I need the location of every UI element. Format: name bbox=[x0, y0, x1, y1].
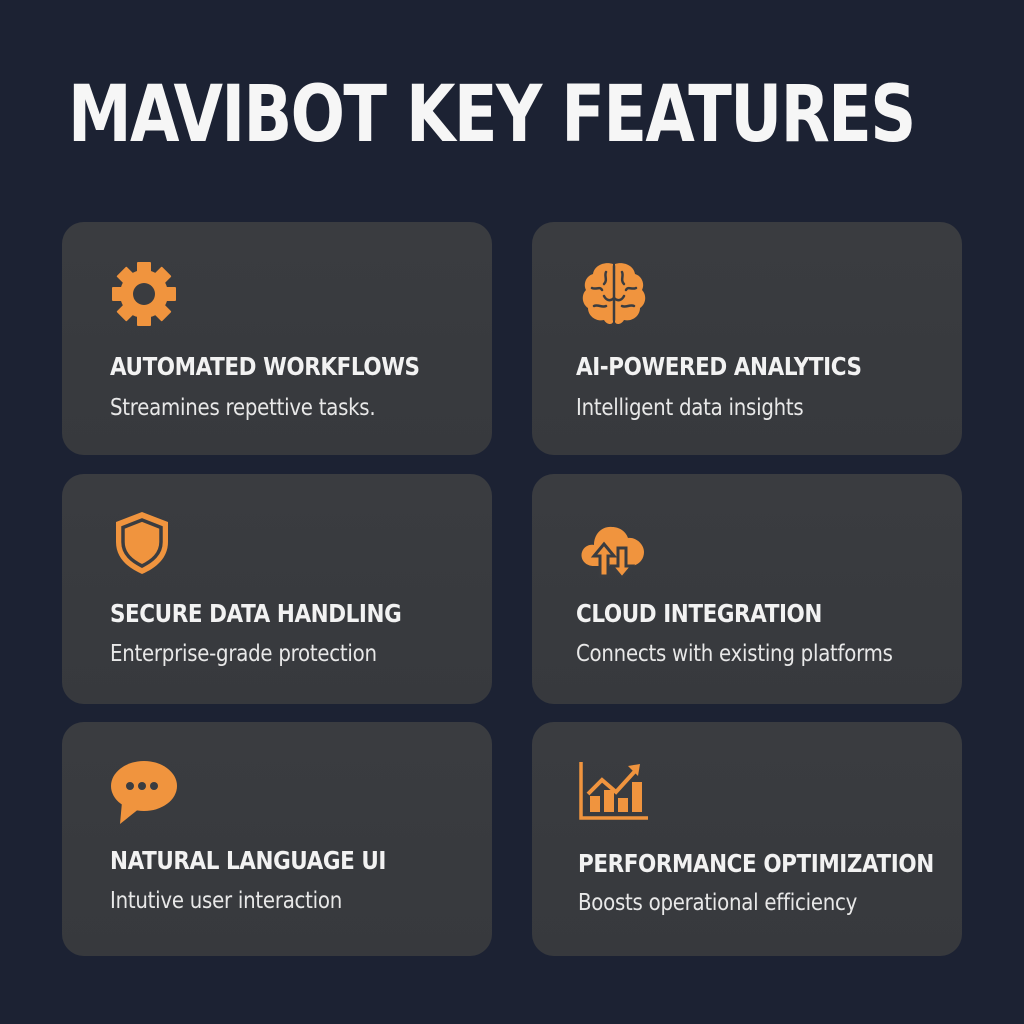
feature-card-natural-language-ui: NATURAL LANGUAGE UI Intutive user intera… bbox=[62, 722, 492, 956]
chat-bubble-icon bbox=[111, 761, 177, 824]
feature-description: Intutive user interaction bbox=[110, 888, 343, 914]
feature-title: AUTOMATED WORKFLOWS bbox=[110, 352, 420, 381]
feature-description: Connects with existing platforms bbox=[576, 641, 893, 667]
page-title: MAVIBOT KEY FEATURES bbox=[68, 70, 916, 160]
feature-title: AI-POWERED ANALYTICS bbox=[576, 352, 862, 381]
cloud-sync-icon bbox=[581, 526, 644, 581]
feature-description: Enterprise-grade protection bbox=[110, 641, 377, 667]
gear-icon bbox=[112, 262, 176, 326]
feature-card-cloud-integration: CLOUD INTEGRATION Connects with existing… bbox=[532, 474, 962, 704]
feature-description: Streamines repettive tasks. bbox=[110, 395, 376, 421]
feature-card-performance-optimization: PERFORMANCE OPTIMIZATION Boosts operatio… bbox=[532, 722, 962, 956]
brain-icon bbox=[582, 263, 646, 325]
feature-description: Intelligent data insights bbox=[576, 395, 804, 421]
feature-title: PERFORMANCE OPTIMIZATION bbox=[578, 849, 934, 878]
feature-card-secure-data-handling: SECURE DATA HANDLING Enterprise-grade pr… bbox=[62, 474, 492, 704]
feature-description: Boosts operational efficiency bbox=[578, 890, 858, 916]
feature-card-automated-workflows: AUTOMATED WORKFLOWS Streamines repettive… bbox=[62, 222, 492, 455]
feature-title: NATURAL LANGUAGE UI bbox=[110, 846, 386, 875]
shield-icon bbox=[116, 512, 168, 574]
feature-title: CLOUD INTEGRATION bbox=[576, 599, 822, 628]
growth-chart-icon bbox=[579, 762, 648, 820]
feature-title: SECURE DATA HANDLING bbox=[110, 599, 402, 628]
feature-card-ai-powered-analytics: AI-POWERED ANALYTICS Intelligent data in… bbox=[532, 222, 962, 455]
